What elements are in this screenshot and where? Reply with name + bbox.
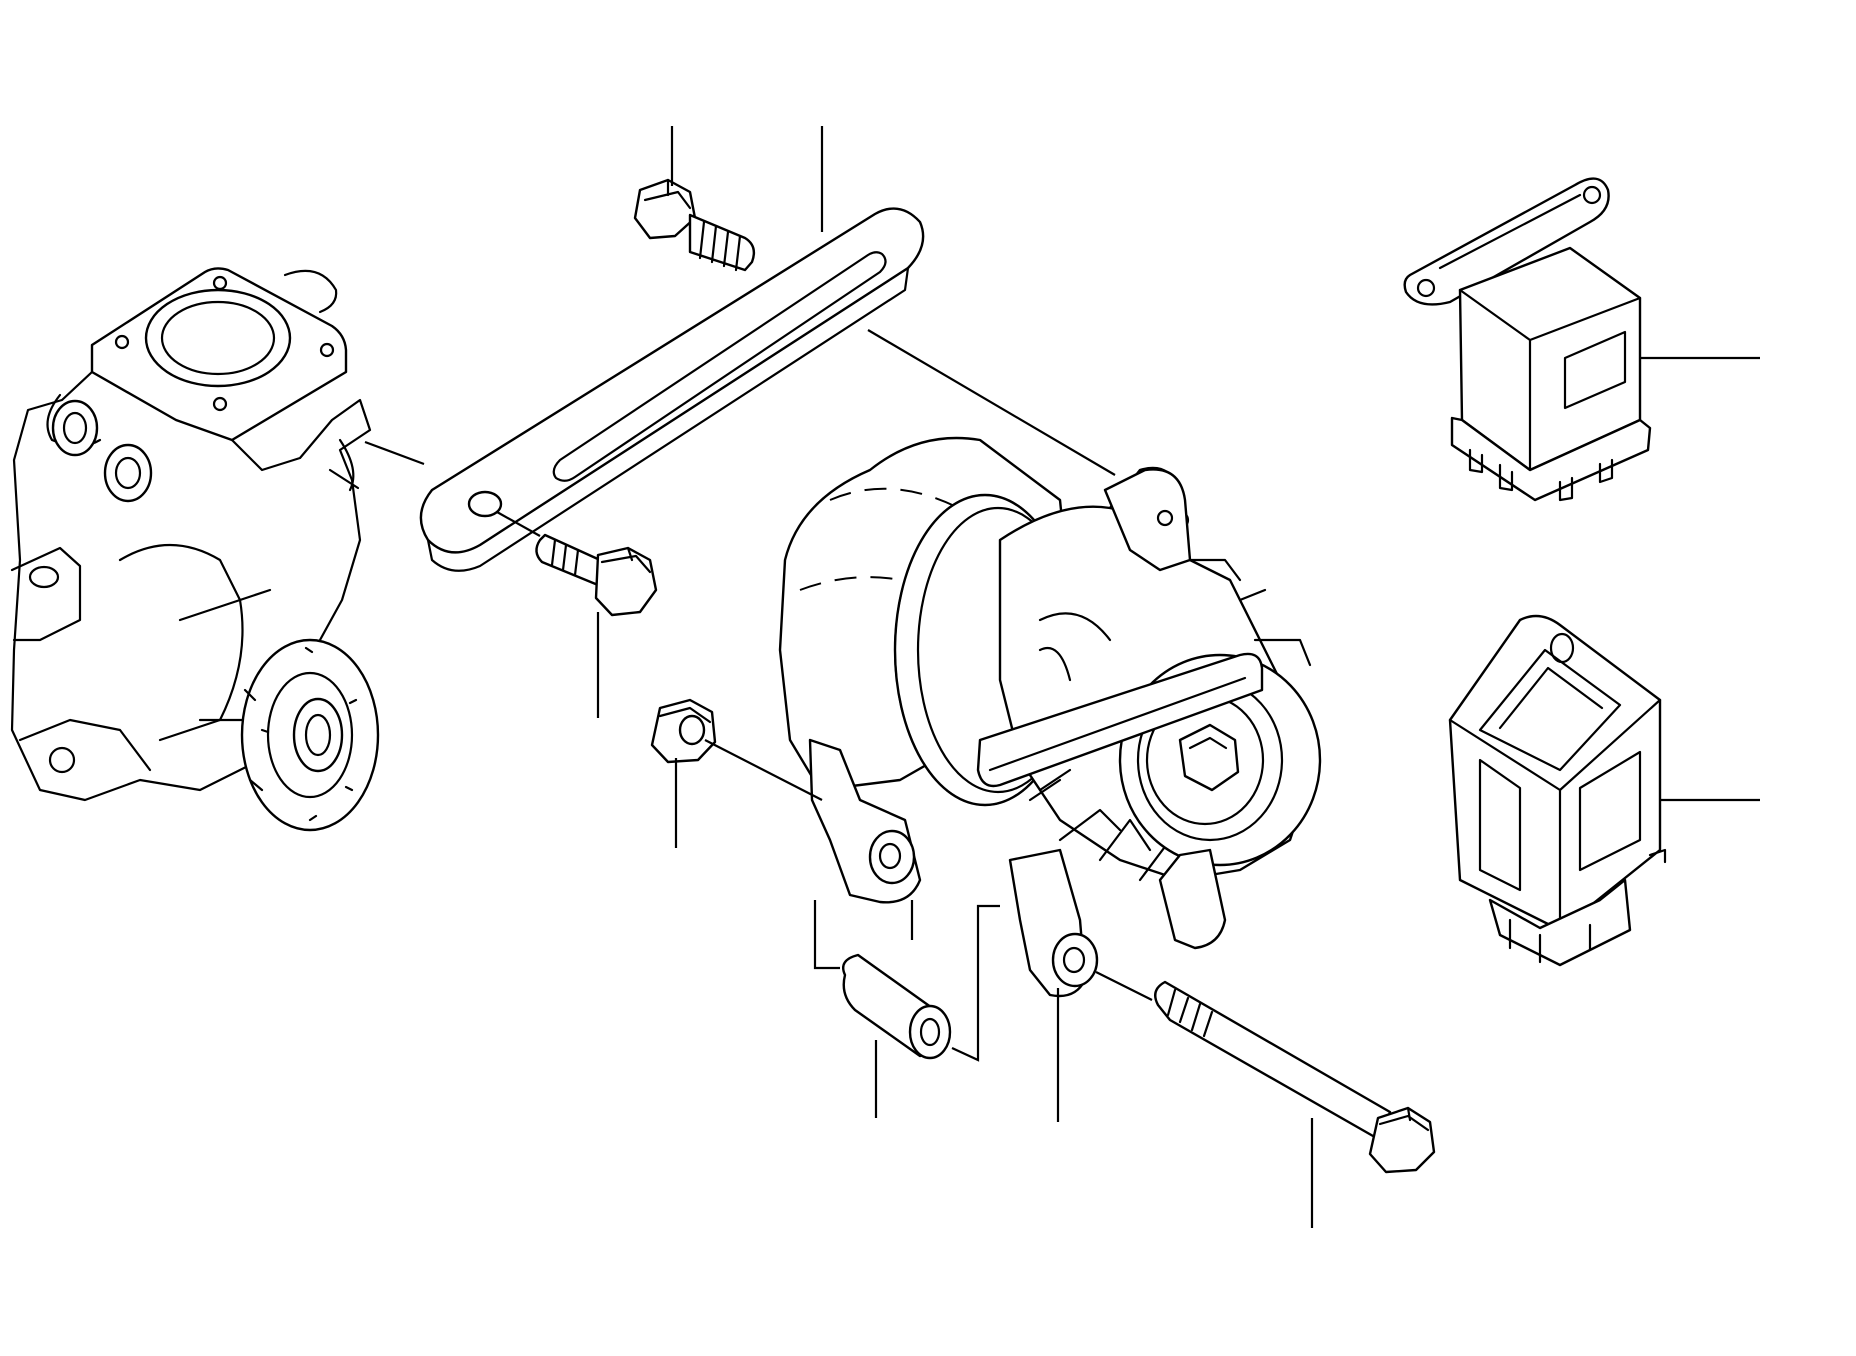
leader-lines <box>365 126 1760 1228</box>
adjusting-bar-bolt <box>635 180 754 270</box>
leader-nut-to-ear <box>705 740 822 800</box>
relay <box>1405 179 1650 500</box>
engine-block-water-pump <box>12 268 378 830</box>
nut <box>652 700 715 762</box>
alternator <box>780 438 1320 996</box>
leader-bushing-bracket <box>815 900 912 968</box>
bushing <box>843 955 950 1058</box>
pivot-bolt <box>1155 982 1434 1172</box>
leader-bar-bolt-hole <box>497 512 540 536</box>
bar-mounting-bolt <box>536 535 656 615</box>
voltage-regulator <box>1450 616 1665 965</box>
leader-bar-to-alternator <box>868 330 1115 475</box>
leader-bushing-right <box>952 906 1000 1060</box>
leader-ear-to-bolt <box>1096 972 1152 1000</box>
alternator-adjusting-bar <box>421 209 923 571</box>
leader-block-to-bar <box>365 442 424 464</box>
